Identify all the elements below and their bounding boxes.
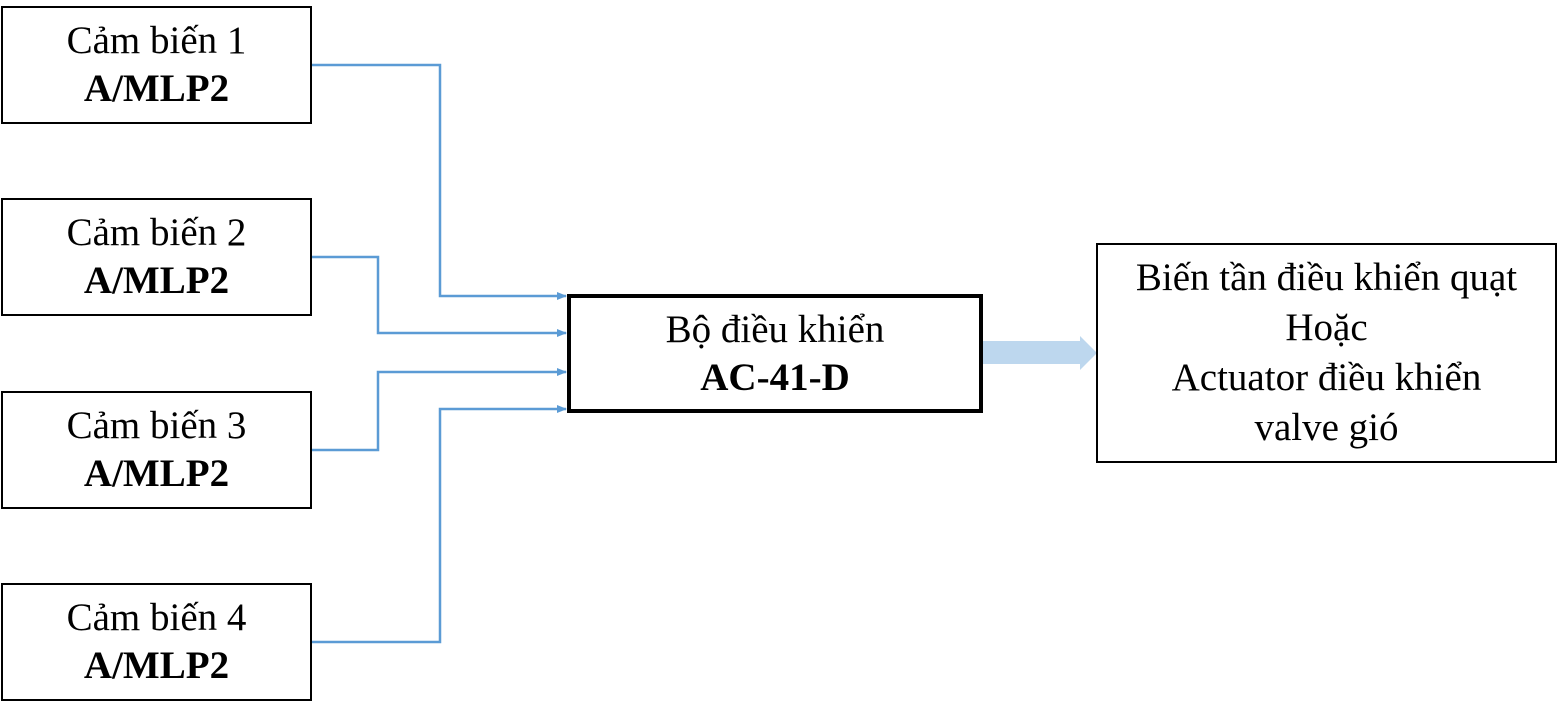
controller-box: Bộ điều khiển AC-41-D: [567, 294, 983, 413]
output-box: Biến tần điều khiển quạt Hoặc Actuator đ…: [1096, 243, 1557, 463]
sensor-model: A/MLP2: [83, 67, 230, 110]
output-line-3: Actuator điều khiển: [1171, 356, 1482, 399]
sensor-model: A/MLP2: [83, 259, 230, 302]
controller-model: AC-41-D: [700, 355, 850, 399]
sensor-label: Cảm biến 4: [66, 596, 247, 639]
sensor-label: Cảm biến 1: [66, 19, 247, 62]
sensor-model: A/MLP2: [83, 452, 230, 495]
connector-sensor-1: [312, 63, 567, 300]
output-line-4: valve gió: [1254, 406, 1399, 449]
output-line-2: Hoặc: [1285, 306, 1368, 349]
sensor-label: Cảm biến 2: [66, 211, 247, 254]
sensor-label: Cảm biến 3: [66, 404, 247, 447]
sensor-box-1: Cảm biến 1 A/MLP2: [1, 6, 312, 124]
connector-sensor-2: [312, 255, 567, 337]
sensor-box-4: Cảm biến 4 A/MLP2: [1, 583, 312, 701]
sensor-box-3: Cảm biến 3 A/MLP2: [1, 391, 312, 509]
connector-sensor-4: [312, 405, 567, 644]
output-block-arrow: [983, 336, 1097, 370]
sensor-box-2: Cảm biến 2 A/MLP2: [1, 198, 312, 316]
connector-sensor-3: [312, 368, 567, 452]
output-line-1: Biến tần điều khiển quạt: [1135, 256, 1518, 299]
sensor-model: A/MLP2: [83, 644, 230, 687]
controller-label: Bộ điều khiển: [665, 307, 885, 351]
